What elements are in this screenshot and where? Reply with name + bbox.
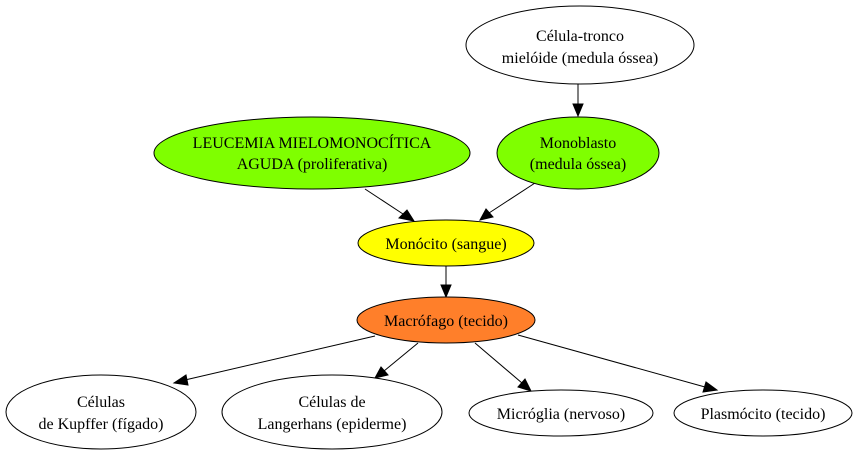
stem-cell-line-2: mielóide (medula óssea) — [502, 50, 658, 67]
edge-monoblast-to-monocyte — [488, 182, 536, 214]
ellipse-stem-cell — [465, 5, 695, 85]
node-macrophage: Macrófago (tecido) — [356, 296, 536, 344]
edge-macrophage-to-langerhans — [383, 342, 419, 372]
arrowhead-plasmocyte — [702, 381, 719, 393]
leukemia-line-1: LEUCEMIA MIELOMONOCÍTICA — [193, 133, 432, 152]
ellipse-leukemia — [153, 116, 471, 190]
macrophage-label: Macrófago (tecido) — [384, 313, 508, 330]
arrowhead-monocyte-left — [397, 209, 416, 222]
arrowhead-monocyte-right — [479, 208, 494, 221]
arrowhead-kupffer — [172, 374, 189, 386]
microglia-label: Micróglia (nervoso) — [497, 406, 625, 423]
ellipse-macrophage — [356, 296, 536, 344]
node-monocyte: Monócito (sangue) — [357, 219, 535, 267]
plasmocyte-label: Plasmócito (tecido) — [701, 406, 826, 423]
node-langerhans: Células de Langerhans (epiderme) — [221, 374, 443, 450]
ellipse-monocyte — [357, 219, 535, 267]
node-stem-cell: Célula-tronco mielóide (medula óssea) — [465, 5, 695, 85]
node-leukemia: LEUCEMIA MIELOMONOCÍTICA AGUDA (prolifer… — [153, 116, 471, 190]
edge-macrophage-to-kupffer — [184, 335, 376, 381]
kupffer-line-1: Células — [77, 394, 125, 411]
arrowhead-microglia — [517, 378, 532, 392]
monoblast-line-1: Monoblasto — [540, 135, 616, 152]
monocyte-label: Monócito (sangue) — [385, 236, 506, 253]
node-microglia: Micróglia (nervoso) — [468, 389, 654, 437]
edge-macrophage-to-microglia — [474, 342, 523, 384]
edge-leukemia-to-monocyte — [364, 188, 404, 215]
langerhans-line-2: Langerhans (epiderme) — [258, 416, 407, 433]
edge-macrophage-to-plasmocyte — [517, 334, 706, 388]
ellipse-langerhans — [221, 374, 443, 450]
edges — [172, 84, 719, 393]
monoblast-line-2: (medula óssea) — [530, 156, 626, 173]
ellipse-monoblast — [496, 116, 660, 190]
node-monoblast: Monoblasto (medula óssea) — [496, 116, 660, 190]
ellipse-microglia — [468, 389, 654, 437]
stem-cell-line-1: Célula-tronco — [536, 28, 624, 45]
leukemia-line-2: AGUDA (proliferativa) — [237, 156, 388, 173]
arrowhead-monoblast — [572, 103, 584, 118]
ellipse-plasmocyte — [673, 389, 853, 437]
ellipse-kupffer — [5, 374, 197, 450]
arrowhead-macrophage — [440, 284, 452, 299]
kupffer-line-2: de Kupffer (fígado) — [39, 416, 164, 433]
node-kupffer: Células de Kupffer (fígado) — [5, 374, 197, 450]
langerhans-line-1: Células de — [298, 394, 365, 411]
node-plasmocyte: Plasmócito (tecido) — [673, 389, 853, 437]
arrowhead-langerhans — [374, 366, 389, 379]
